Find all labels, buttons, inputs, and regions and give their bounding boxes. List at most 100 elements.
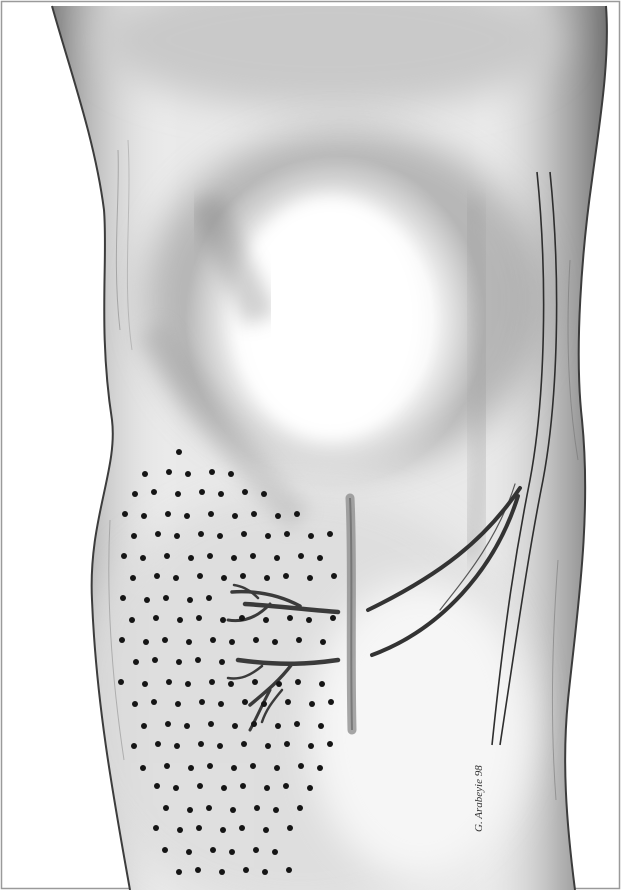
deficit-dot [283, 783, 289, 789]
deficit-dot [286, 867, 292, 873]
deficit-dot [243, 867, 249, 873]
deficit-dot [264, 575, 270, 581]
deficit-dot [275, 723, 281, 729]
deficit-dot [143, 639, 149, 645]
deficit-dot [197, 573, 203, 579]
deficit-dot [262, 869, 268, 875]
deficit-dot [275, 513, 281, 519]
deficit-dot [162, 847, 168, 853]
deficit-dot [285, 699, 291, 705]
deficit-dot [140, 765, 146, 771]
deficit-dot [131, 743, 137, 749]
deficit-dot [320, 639, 326, 645]
deficit-dot [153, 825, 159, 831]
deficit-dot [317, 765, 323, 771]
deficit-dot [263, 617, 269, 623]
deficit-dot [241, 741, 247, 747]
deficit-dot [142, 471, 148, 477]
deficit-dot [295, 679, 301, 685]
deficit-dot [219, 659, 225, 665]
deficit-dot [151, 489, 157, 495]
deficit-dot [228, 681, 234, 687]
deficit-dot [122, 511, 128, 517]
deficit-dot [206, 595, 212, 601]
deficit-dot [309, 701, 315, 707]
deficit-dot [155, 741, 161, 747]
deficit-dot [231, 765, 237, 771]
deficit-dot [130, 575, 136, 581]
deficit-dot [298, 553, 304, 559]
deficit-dot [327, 531, 333, 537]
deficit-dot [142, 681, 148, 687]
deficit-dot [218, 701, 224, 707]
deficit-dot [129, 617, 135, 623]
deficit-dot [217, 533, 223, 539]
deficit-dot [140, 555, 146, 561]
deficit-dot [298, 763, 304, 769]
deficit-dot [287, 825, 293, 831]
deficit-dot [252, 679, 258, 685]
deficit-dot [207, 553, 213, 559]
deficit-dot [176, 449, 182, 455]
deficit-dot [174, 533, 180, 539]
deficit-dot [296, 637, 302, 643]
deficit-dot [165, 511, 171, 517]
deficit-dot [220, 827, 226, 833]
deficit-dot [218, 491, 224, 497]
deficit-dot [199, 489, 205, 495]
deficit-dot [317, 555, 323, 561]
deficit-dot [230, 807, 236, 813]
deficit-dot [274, 555, 280, 561]
deficit-dot [175, 701, 181, 707]
deficit-dot [232, 513, 238, 519]
deficit-dot [208, 511, 214, 517]
deficit-dot [196, 825, 202, 831]
deficit-dot [196, 615, 202, 621]
deficit-dot [207, 763, 213, 769]
deficit-dot [261, 701, 267, 707]
deficit-dot [239, 615, 245, 621]
deficit-dot [185, 681, 191, 687]
deficit-dot [195, 867, 201, 873]
deficit-dot [272, 639, 278, 645]
deficit-dot [175, 491, 181, 497]
deficit-dot [198, 741, 204, 747]
deficit-dot [206, 805, 212, 811]
deficit-dot [174, 743, 180, 749]
deficit-dot [162, 637, 168, 643]
deficit-dot [132, 701, 138, 707]
deficit-dot [163, 805, 169, 811]
deficit-dot [119, 637, 125, 643]
deficit-dot [173, 575, 179, 581]
deficit-dot [274, 765, 280, 771]
deficit-dot [154, 783, 160, 789]
deficit-dot [319, 681, 325, 687]
deficit-dot [154, 573, 160, 579]
deficit-dot [242, 489, 248, 495]
deficit-dot [229, 849, 235, 855]
deficit-dot [165, 721, 171, 727]
deficit-dot [272, 849, 278, 855]
deficit-dot [217, 743, 223, 749]
deficit-dot [198, 531, 204, 537]
deficit-dot [308, 533, 314, 539]
artist-signature: G. Arabeyie 98 [473, 765, 485, 832]
deficit-dot [228, 471, 234, 477]
deficit-dot [141, 513, 147, 519]
deficit-dot [132, 491, 138, 497]
deficit-dot [208, 721, 214, 727]
deficit-dot [232, 723, 238, 729]
deficit-dot [331, 573, 337, 579]
deficit-dot [187, 597, 193, 603]
deficit-dot [250, 763, 256, 769]
deficit-dot [197, 783, 203, 789]
deficit-dot [177, 617, 183, 623]
deficit-dot [265, 743, 271, 749]
deficit-dot [141, 723, 147, 729]
deficit-dot [294, 721, 300, 727]
deficit-dot [284, 741, 290, 747]
deficit-dot [307, 785, 313, 791]
signature-text: G. Arabeyie 98 [473, 765, 485, 832]
